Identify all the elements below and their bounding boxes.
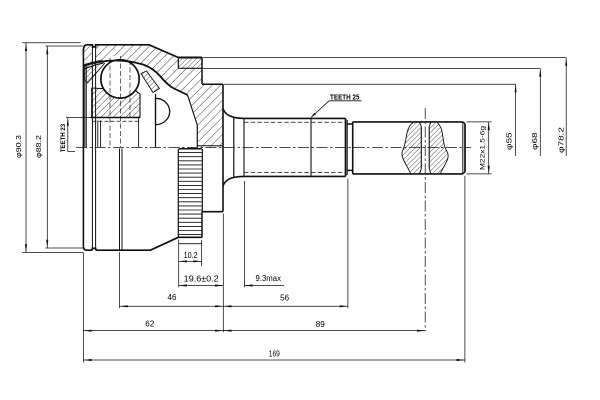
svg-text:62: 62	[145, 319, 155, 328]
svg-text:φ68: φ68	[530, 133, 539, 151]
svg-text:89: 89	[316, 320, 326, 329]
svg-text:TEETH 23: TEETH 23	[60, 124, 67, 153]
svg-text:19.6±0.2: 19.6±0.2	[184, 274, 220, 283]
svg-text:9.3max: 9.3max	[256, 274, 282, 283]
svg-text:φ88.2: φ88.2	[36, 135, 43, 158]
svg-text:TEETH 25: TEETH 25	[330, 94, 360, 101]
svg-text:φ90.3: φ90.3	[16, 135, 23, 158]
svg-text:46: 46	[168, 293, 178, 302]
svg-text:M22x1.5-6g: M22x1.5-6g	[479, 126, 486, 170]
svg-text:56: 56	[280, 293, 290, 302]
svg-text:φ78.2: φ78.2	[557, 127, 566, 153]
svg-text:φ55: φ55	[505, 133, 514, 151]
svg-text:10.2: 10.2	[184, 251, 198, 260]
svg-text:169: 169	[269, 350, 280, 359]
